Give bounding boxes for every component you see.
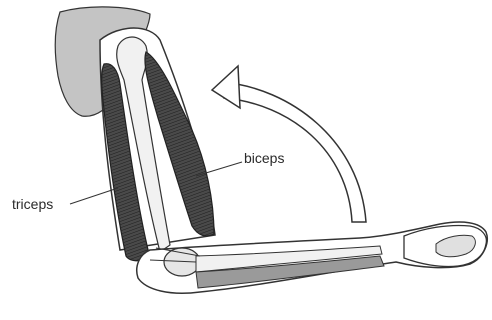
triceps-label: triceps	[12, 196, 53, 212]
triceps-leader-line	[70, 188, 118, 204]
curved-arrow-icon	[212, 66, 366, 222]
biceps-label: biceps	[244, 150, 284, 166]
